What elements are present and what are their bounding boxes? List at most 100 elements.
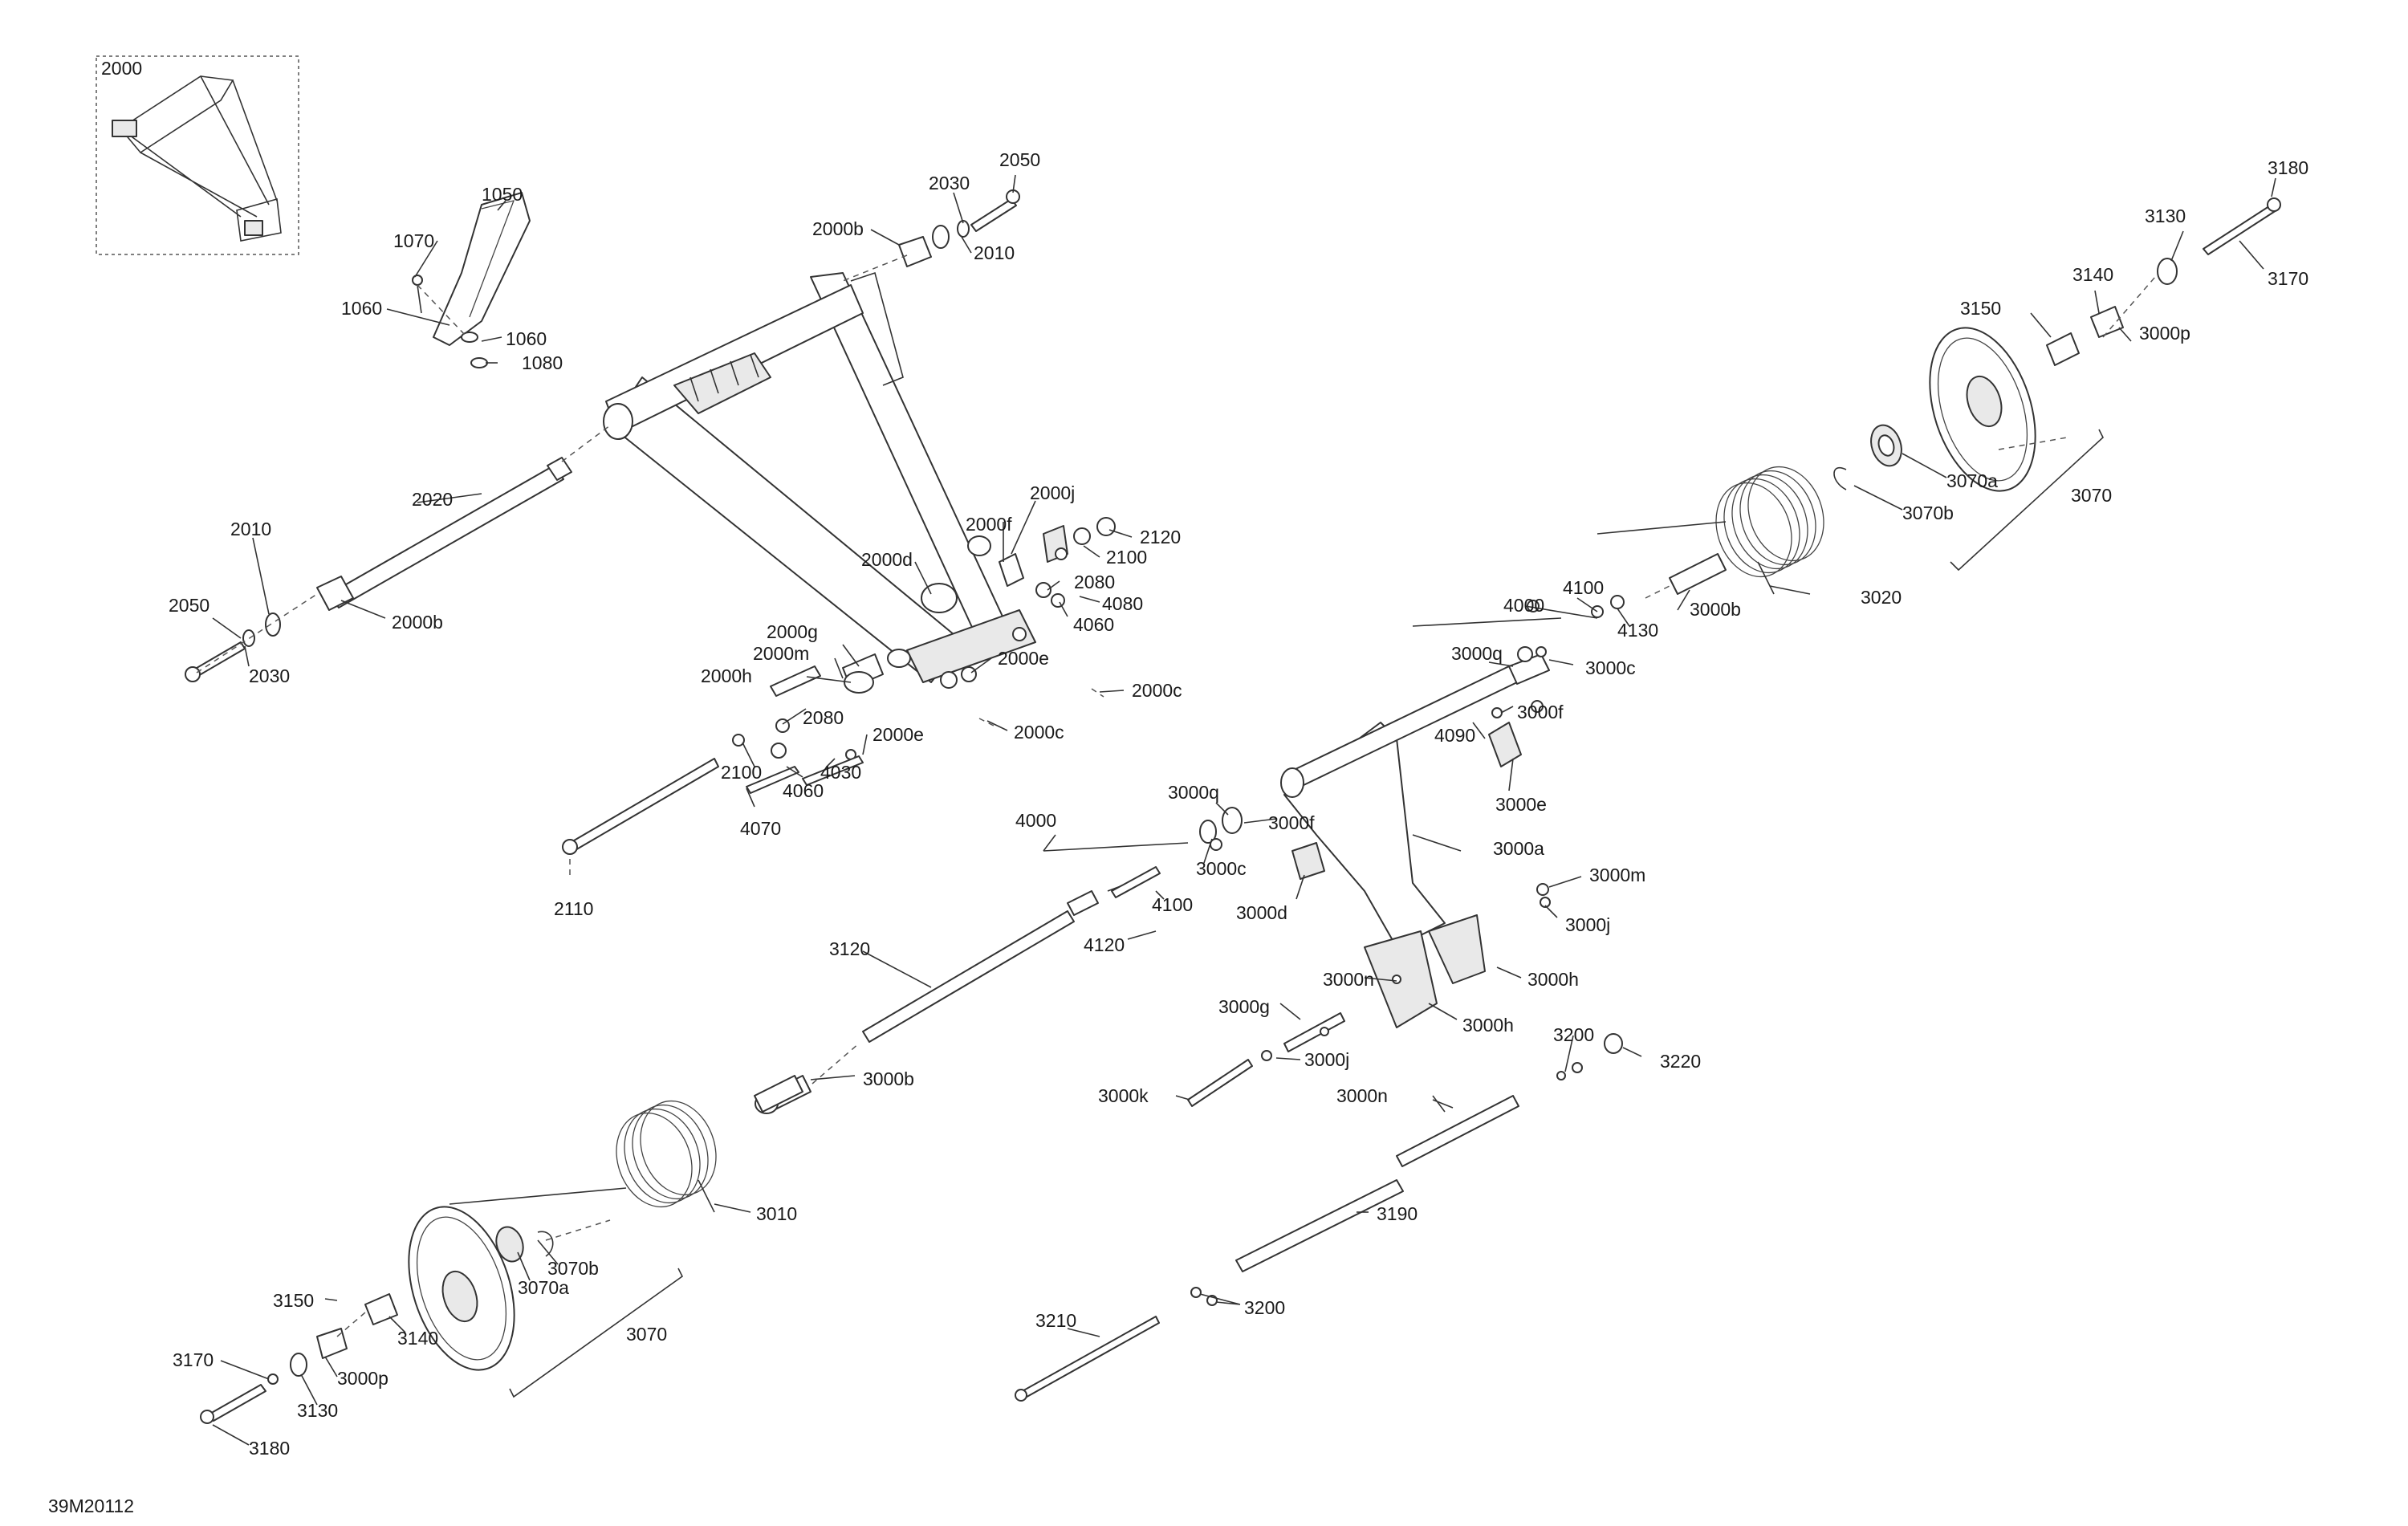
lower-mid-parts <box>1015 1012 1623 1402</box>
callout-4000: 4000 <box>1503 595 1544 616</box>
callout-3010: 3010 <box>756 1203 797 1224</box>
callout-3130-b: 3130 <box>297 1400 338 1421</box>
callout-2110: 2110 <box>554 898 593 919</box>
linkage-arm-1050 <box>412 192 531 368</box>
callout-2030-b: 2030 <box>249 665 290 686</box>
callout-3190: 3190 <box>1377 1203 1418 1224</box>
callout-2000g: 2000g <box>767 621 818 642</box>
callout-3000f: 3000f <box>1517 702 1564 722</box>
callout-3000p-b: 3000p <box>337 1368 388 1389</box>
callout-2030: 2030 <box>929 173 970 193</box>
callout-3200: 3200 <box>1553 1024 1594 1045</box>
callout-2020: 2020 <box>412 489 453 510</box>
shaft-2020 <box>328 425 611 608</box>
callout-2050-b: 2050 <box>169 595 209 616</box>
group-bracket-3070-lower <box>509 1268 684 1398</box>
callout-3210: 3210 <box>1035 1310 1076 1331</box>
callout-4000-b: 4000 <box>1015 810 1056 831</box>
callout-3000h: 3000h <box>1527 969 1579 990</box>
callout-3180: 3180 <box>2268 157 2308 178</box>
callout-labels: 1050 1070 1060 1060 1080 2030 2050 2000b… <box>169 149 2308 1459</box>
callout-2120: 2120 <box>1140 527 1181 547</box>
callout-4070: 4070 <box>740 818 781 839</box>
callout-2000m: 2000m <box>753 643 809 664</box>
callout-3070b: 3070b <box>1902 503 1954 523</box>
callout-4090: 4090 <box>1434 725 1475 746</box>
callout-2080-b: 2080 <box>803 707 844 728</box>
callout-2000d: 2000d <box>861 549 913 570</box>
callout-2000j: 2000j <box>1030 482 1075 503</box>
callout-3170: 3170 <box>2268 268 2308 289</box>
callout-1050: 1050 <box>482 184 523 205</box>
callout-3070a: 3070a <box>1946 470 1998 491</box>
callout-2100-b: 2100 <box>721 762 762 783</box>
callout-3000c: 3000c <box>1585 657 1636 678</box>
callout-2000e-b: 2000e <box>872 724 924 745</box>
a-frame-2000 <box>603 271 1036 683</box>
bracket-cluster-2000f <box>999 517 1116 641</box>
callout-3000h-b: 3000h <box>1462 1015 1514 1036</box>
callout-3070: 3070 <box>2071 485 2112 506</box>
callout-1060: 1060 <box>341 298 382 319</box>
callout-3000f-b: 3000f <box>1268 812 1315 833</box>
assembly-thumbnail: 2000 <box>96 55 299 255</box>
callout-3000e: 3000e <box>1495 794 1547 815</box>
callout-4080: 4080 <box>1102 593 1143 614</box>
callout-3020: 3020 <box>1861 587 1902 608</box>
callout-3220: 3220 <box>1660 1051 1701 1072</box>
callout-2000h: 2000h <box>701 665 752 686</box>
callout-3070a-b: 3070a <box>518 1277 569 1298</box>
callout-3070-b: 3070 <box>626 1324 667 1345</box>
callout-2000c-b: 2000c <box>1014 722 1064 743</box>
callout-2010: 2010 <box>974 242 1015 263</box>
callout-3000n-b: 3000n <box>1336 1085 1388 1106</box>
callout-3000q: 3000q <box>1451 643 1503 664</box>
callout-3000g: 3000g <box>1218 996 1270 1017</box>
callout-4060: 4060 <box>1073 614 1114 635</box>
callout-3140-b: 3140 <box>397 1328 438 1349</box>
shaft-3120 <box>755 866 1161 1114</box>
callout-3000k: 3000k <box>1098 1085 1149 1106</box>
center-arm-3000a <box>1043 595 1625 1028</box>
top-bushing-stack <box>842 189 1020 282</box>
callout-3130: 3130 <box>2145 206 2186 226</box>
callout-4130: 4130 <box>1617 620 1658 641</box>
callout-4100-b: 4100 <box>1152 894 1193 915</box>
callout-3000m: 3000m <box>1589 865 1645 885</box>
callout-4100: 4100 <box>1563 577 1604 598</box>
callout-3000b: 3000b <box>1690 599 1741 620</box>
callout-3150-b: 3150 <box>273 1290 314 1311</box>
figure-reference-code: 39M20112 <box>48 1495 134 1516</box>
callout-2000b: 2000b <box>812 218 864 239</box>
callout-3000j-b: 3000j <box>1304 1049 1349 1070</box>
lower-left-wheel-assembly <box>200 1075 803 1424</box>
callout-2080: 2080 <box>1074 572 1115 592</box>
callout-1060-b: 1060 <box>506 328 547 349</box>
callout-3140: 3140 <box>2072 264 2113 285</box>
callout-3000b-b: 3000b <box>863 1068 914 1089</box>
torsion-spring-3010 <box>449 1100 717 1213</box>
callout-3120: 3120 <box>829 938 870 959</box>
callout-3000j: 3000j <box>1565 914 1610 935</box>
callout-2010-b: 2010 <box>230 519 271 539</box>
thumbnail-label: 2000 <box>101 58 142 79</box>
callout-2050: 2050 <box>999 149 1040 170</box>
callout-2000f: 2000f <box>966 514 1012 535</box>
torsion-spring-3020 <box>1597 466 1824 595</box>
callout-3180-b: 3180 <box>249 1438 290 1459</box>
callout-2000c: 2000c <box>1132 680 1182 701</box>
callout-3170-b: 3170 <box>173 1349 214 1370</box>
callout-1080: 1080 <box>522 352 563 373</box>
callout-4120: 4120 <box>1084 934 1125 955</box>
callout-3000a: 3000a <box>1493 838 1544 859</box>
callout-3000d: 3000d <box>1236 902 1287 923</box>
callout-4060-b: 4060 <box>783 780 824 801</box>
group-bracket-3070-upper <box>1950 429 2104 572</box>
callout-3000c-b: 3000c <box>1196 858 1247 879</box>
upper-right-wheel-assembly <box>1597 197 2281 599</box>
thumbnail-frame-sketch <box>112 75 282 242</box>
callout-3200-b: 3200 <box>1244 1297 1285 1318</box>
leader-lines <box>212 174 2276 1446</box>
callout-3000p: 3000p <box>2139 323 2190 344</box>
